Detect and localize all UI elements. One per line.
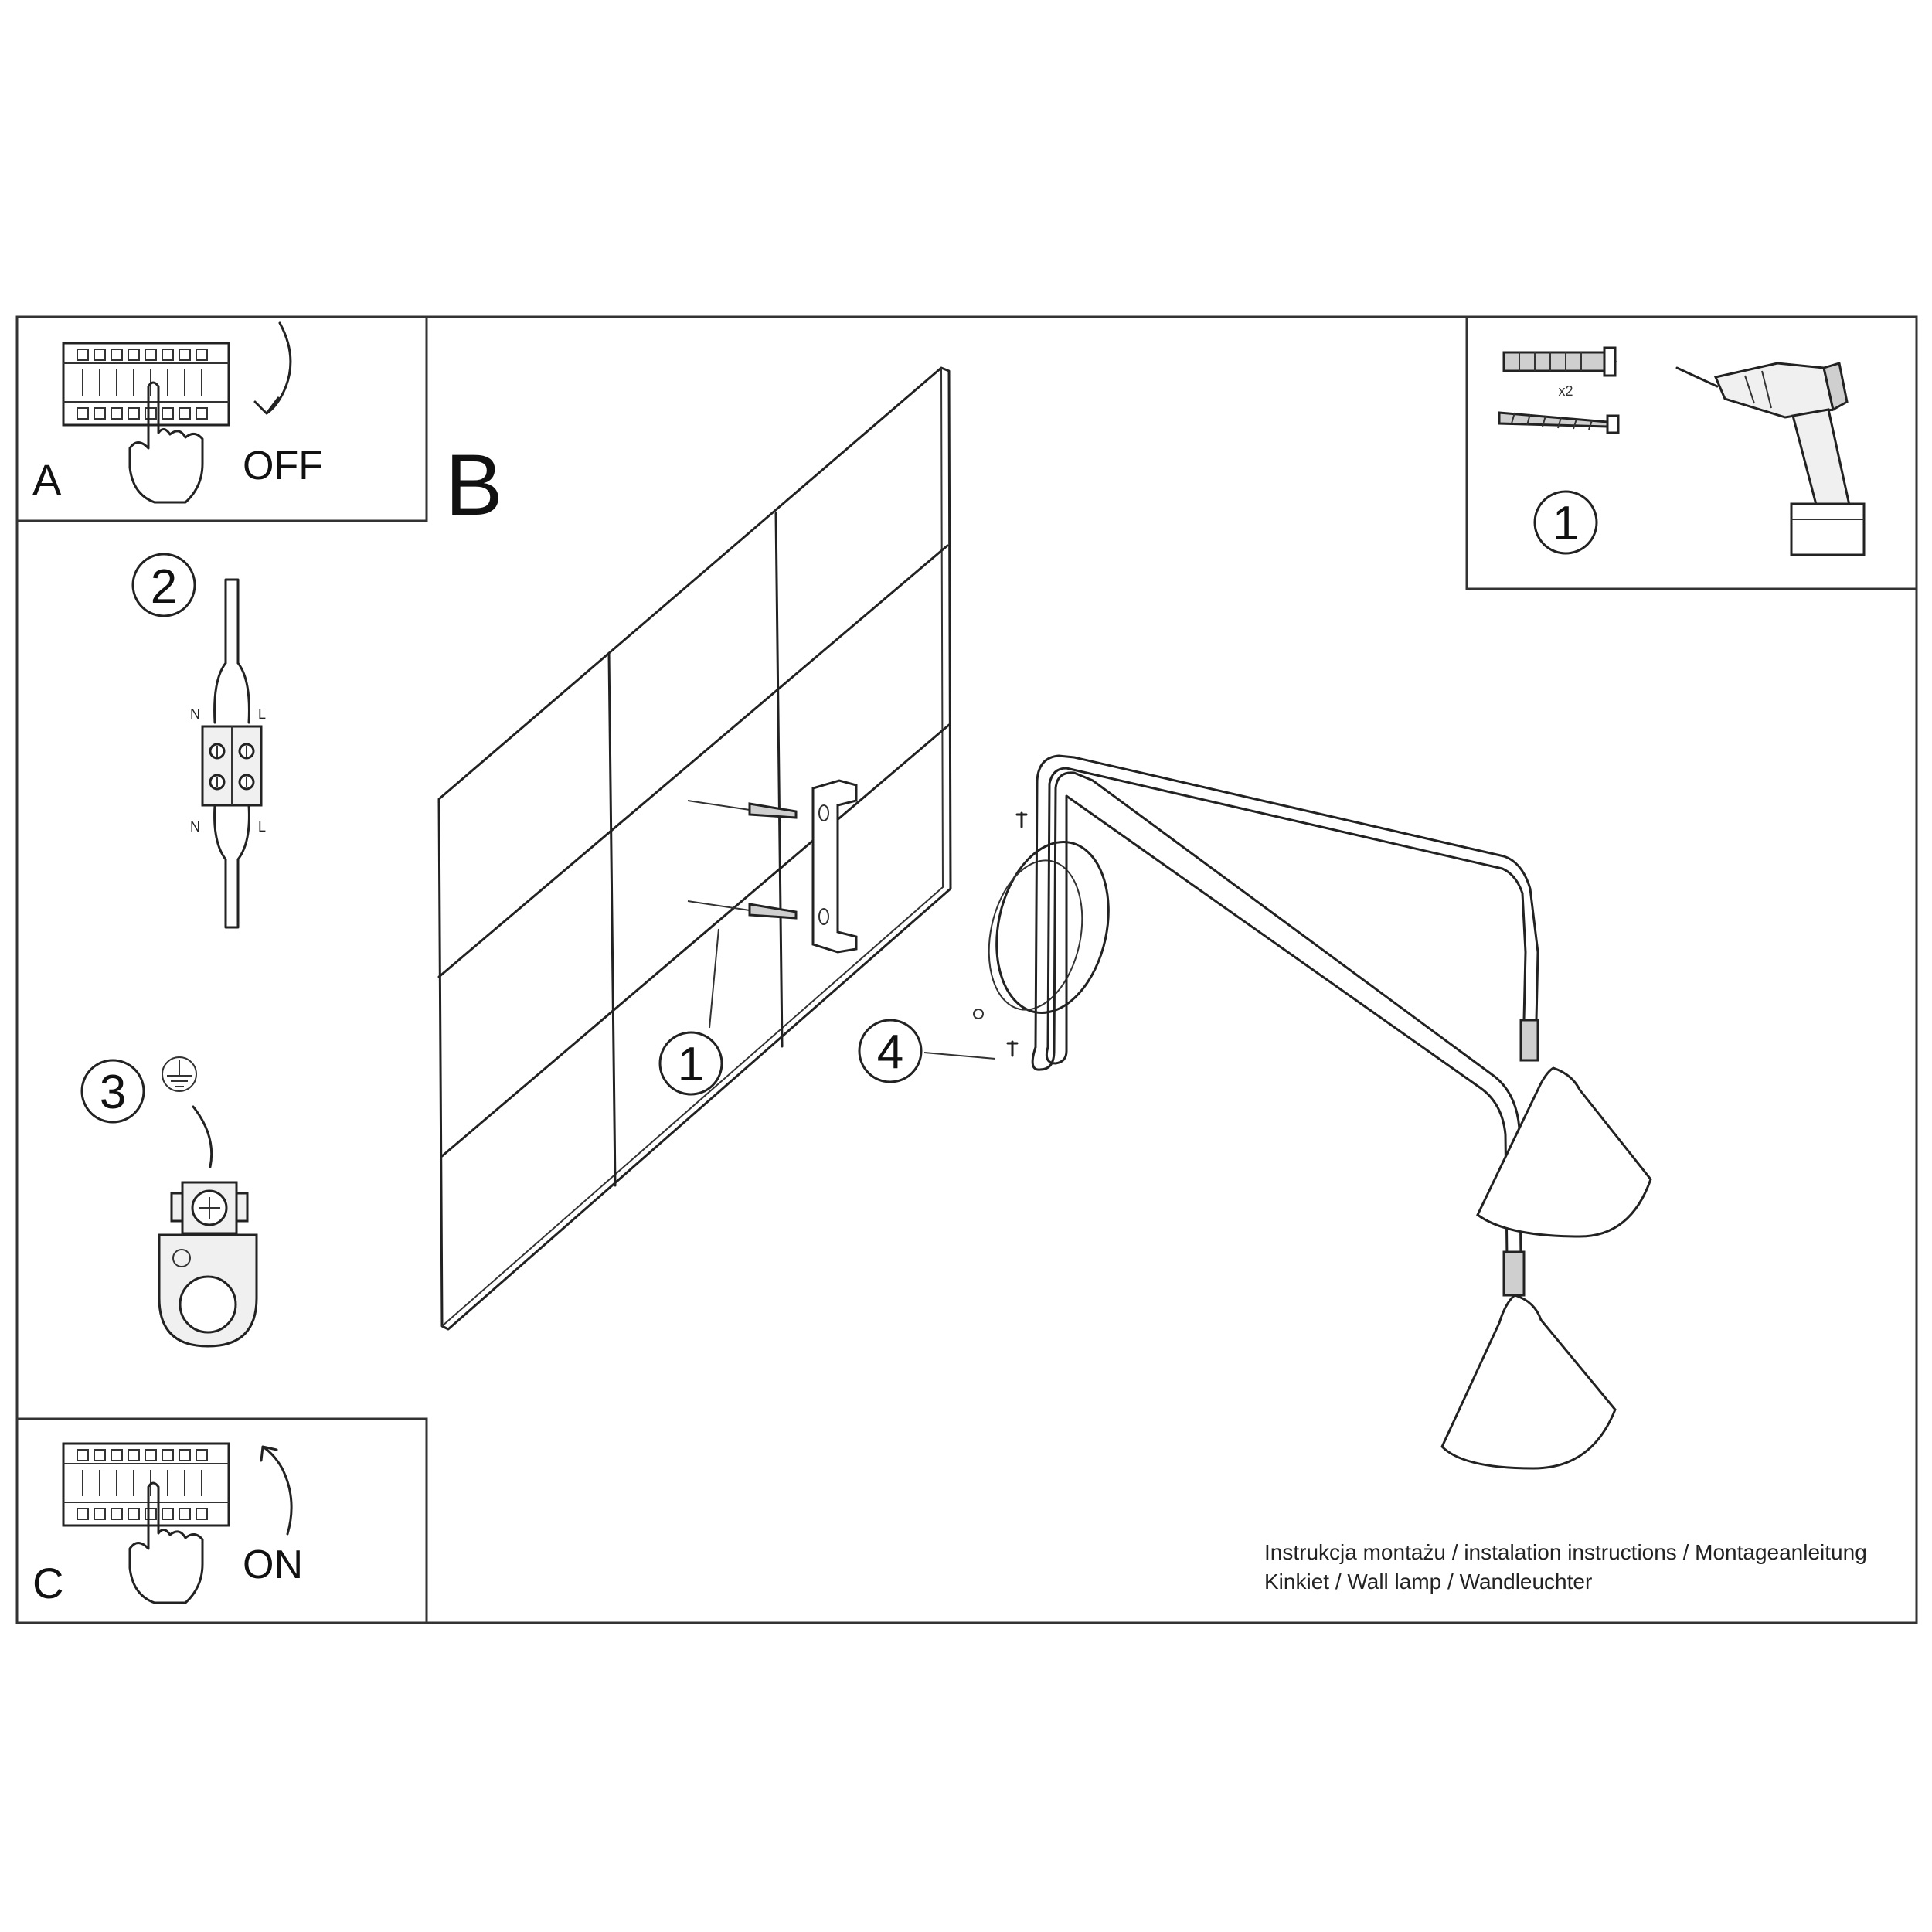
screw-icon bbox=[1498, 411, 1620, 434]
wire-l-bottom: L bbox=[258, 819, 266, 835]
lampshade-lower bbox=[1440, 1294, 1617, 1470]
terminal-block-icon bbox=[201, 725, 263, 807]
ground-terminal-icon bbox=[158, 1181, 258, 1348]
step-1-kit-badge bbox=[1533, 490, 1598, 555]
step-3-grounding: 3 bbox=[80, 1056, 258, 1348]
turn-off-arrow-icon bbox=[253, 321, 292, 415]
step-1-leader bbox=[709, 928, 719, 1029]
step-4-leader bbox=[923, 1052, 996, 1060]
kit-panel-box bbox=[1465, 315, 1918, 590]
outer-frame bbox=[15, 315, 1918, 1624]
panel-b-letter: B bbox=[445, 437, 503, 533]
lampshade-upper bbox=[1476, 1066, 1652, 1238]
circuit-breaker-icon bbox=[62, 1442, 230, 1527]
fixing-screw-bottom bbox=[1006, 1040, 1019, 1057]
step-2-badge bbox=[131, 553, 196, 617]
kit-panel: x2 1 bbox=[1498, 346, 1866, 556]
panel-a: A OFF bbox=[32, 321, 323, 504]
wire-n-bottom: N bbox=[190, 819, 200, 835]
step-1-wall-number: 1 bbox=[678, 1038, 704, 1091]
wall-panel-grid bbox=[437, 366, 952, 1331]
circuit-breaker-icon bbox=[62, 342, 230, 427]
pointing-hand-icon bbox=[128, 1481, 204, 1604]
step-3-badge bbox=[80, 1059, 145, 1124]
lamp-arm-lower bbox=[1053, 771, 1526, 1297]
step-2-wiring: 2 N L N L bbox=[131, 553, 266, 929]
panel-c-box bbox=[15, 1417, 428, 1624]
panel-c-action: ON bbox=[243, 1543, 303, 1587]
fixing-screw-top bbox=[1015, 811, 1028, 828]
step-1-kit-number: 1 bbox=[1553, 497, 1579, 550]
drill-icon bbox=[1675, 362, 1866, 556]
lamp-wires bbox=[213, 804, 250, 861]
mounting-screws bbox=[687, 800, 798, 920]
supply-wires bbox=[213, 662, 250, 724]
step-3-number: 3 bbox=[100, 1066, 126, 1119]
panel-c-letter: C bbox=[32, 1559, 63, 1607]
caption-line-1: Instrukcja montażu / instalation instruc… bbox=[1264, 1540, 1867, 1564]
panel-a-letter: A bbox=[32, 455, 62, 504]
cable-loop bbox=[1031, 1046, 1068, 1071]
step-4-badge bbox=[858, 1019, 923, 1083]
lamp-arm-upper bbox=[1034, 754, 1539, 1062]
panel-c: C ON bbox=[32, 1442, 303, 1607]
pointing-hand-icon bbox=[128, 381, 204, 504]
panel-a-action: OFF bbox=[243, 444, 323, 488]
kit-quantity: x2 bbox=[1558, 383, 1573, 399]
wire-n-top: N bbox=[190, 706, 200, 722]
ground-wire bbox=[192, 1105, 213, 1168]
wall-lamp bbox=[973, 754, 1652, 1470]
turn-on-arrow-icon bbox=[260, 1445, 293, 1536]
wire-l-top: L bbox=[258, 706, 266, 722]
mounting-bracket bbox=[811, 779, 858, 954]
caption-line-2: Kinkiet / Wall lamp / Wandleuchter bbox=[1264, 1570, 1592, 1594]
step-2-number: 2 bbox=[151, 560, 177, 614]
wall-plug-icon bbox=[1502, 346, 1617, 377]
lamp-cable bbox=[224, 858, 240, 929]
step-1-wall-badge bbox=[658, 1031, 723, 1096]
canopy bbox=[973, 811, 1110, 1057]
supply-cable bbox=[224, 578, 240, 665]
panel-a-box bbox=[15, 315, 428, 522]
ground-symbol-icon bbox=[162, 1056, 197, 1092]
step-4-number: 4 bbox=[877, 1026, 903, 1079]
